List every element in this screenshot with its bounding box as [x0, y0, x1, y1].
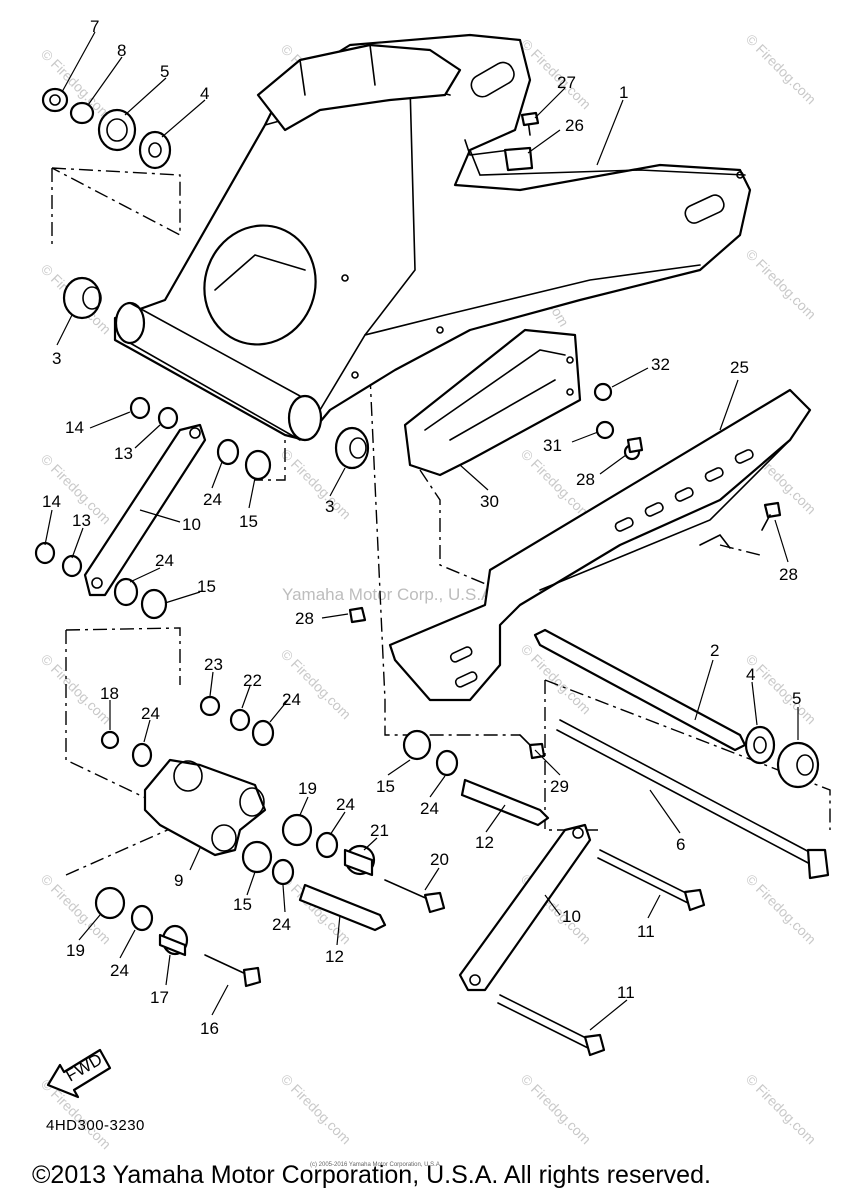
callout-11: 11 — [617, 983, 635, 1002]
callout-5: 5 — [160, 62, 169, 81]
callout-14: 14 — [65, 418, 84, 437]
callout-12: 12 — [475, 833, 494, 852]
links-part-10 — [83, 423, 592, 992]
callout-28: 28 — [295, 609, 314, 628]
callout-28: 28 — [779, 565, 798, 584]
callout-24: 24 — [155, 551, 174, 570]
small-credit: (c) 2005-2016 Yamaha Motor Corporation, … — [310, 1162, 442, 1168]
callout-18: 18 — [100, 684, 119, 703]
callout-32: 32 — [651, 355, 670, 374]
chain-slider-part-30 — [403, 328, 582, 477]
callout-8: 8 — [117, 41, 126, 60]
callout-20: 20 — [430, 850, 449, 869]
callout-16: 16 — [200, 1019, 219, 1038]
callouts: 1 2 3 3 4 4 5 5 6 7 8 9 10 10 11 11 12 1… — [42, 17, 801, 1038]
callout-24: 24 — [336, 795, 355, 814]
fwd-arrow-icon: FWD — [46, 1048, 112, 1099]
chain-cover-part-25 — [388, 388, 812, 702]
callout-24: 24 — [272, 915, 291, 934]
callout-23: 23 — [204, 655, 223, 674]
callout-15: 15 — [197, 577, 216, 596]
callout-24: 24 — [110, 961, 129, 980]
callout-24: 24 — [420, 799, 439, 818]
callout-3: 3 — [52, 349, 61, 368]
callout-12: 12 — [325, 947, 344, 966]
callout-19: 19 — [66, 941, 85, 960]
callout-21: 21 — [370, 821, 389, 840]
callout-26: 26 — [565, 116, 584, 135]
callout-24: 24 — [203, 490, 222, 509]
callout-10: 10 — [562, 907, 581, 926]
firedog-watermark: © Firedog.com — [743, 31, 819, 107]
bolts — [204, 111, 782, 1057]
small-hardware — [34, 382, 641, 956]
callout-4: 4 — [200, 84, 209, 103]
callout-28: 28 — [576, 470, 595, 489]
callout-2: 2 — [710, 641, 719, 660]
callout-17: 17 — [150, 988, 169, 1007]
collars — [158, 778, 550, 957]
firedog-watermark: © Firedog.com — [743, 1071, 819, 1147]
callout-1: 1 — [619, 83, 628, 102]
callout-3: 3 — [325, 497, 334, 516]
callout-5: 5 — [792, 689, 801, 708]
callout-29: 29 — [550, 777, 569, 796]
firedog-watermark: © Firedog.com — [743, 651, 819, 727]
callout-30: 30 — [480, 492, 499, 511]
pivot-hardware-top — [41, 87, 370, 470]
callout-11: 11 — [637, 922, 655, 941]
callout-24: 24 — [141, 704, 160, 723]
firedog-watermark: © Firedog.com — [518, 1071, 594, 1147]
callout-9: 9 — [174, 871, 183, 890]
axle-and-shafts — [533, 628, 830, 880]
callout-15: 15 — [376, 777, 395, 796]
callout-15: 15 — [239, 512, 258, 531]
callout-19: 19 — [298, 779, 317, 798]
callout-27: 27 — [557, 73, 576, 92]
leader-lines — [44, 31, 799, 1031]
copyright-notice: ©2013 Yamaha Motor Corporation, U.S.A. A… — [32, 1161, 711, 1189]
relay-arm-part-9 — [143, 758, 267, 857]
firedog-watermark: © Firedog.com — [278, 646, 354, 722]
firedog-watermark: © Firedog.com — [743, 246, 819, 322]
callout-4: 4 — [746, 665, 755, 684]
callout-13: 13 — [114, 444, 133, 463]
callout-22: 22 — [243, 671, 262, 690]
callout-6: 6 — [676, 835, 685, 854]
callout-13: 13 — [72, 511, 91, 530]
firedog-watermark: © Firedog.com — [743, 871, 819, 947]
callout-15: 15 — [233, 895, 252, 914]
callout-31: 31 — [543, 436, 562, 455]
callout-10: 10 — [182, 515, 201, 534]
callout-25: 25 — [730, 358, 749, 377]
center-watermark: Yamaha Motor Corp., U.S.A — [282, 585, 493, 604]
firedog-watermark: © Firedog.com — [278, 1071, 354, 1147]
callout-24: 24 — [282, 690, 301, 709]
swingarm-part-1 — [113, 33, 752, 442]
callout-14: 14 — [42, 492, 61, 511]
callout-7: 7 — [90, 17, 99, 36]
diagram-code: 4HD300-3230 — [46, 1117, 145, 1134]
